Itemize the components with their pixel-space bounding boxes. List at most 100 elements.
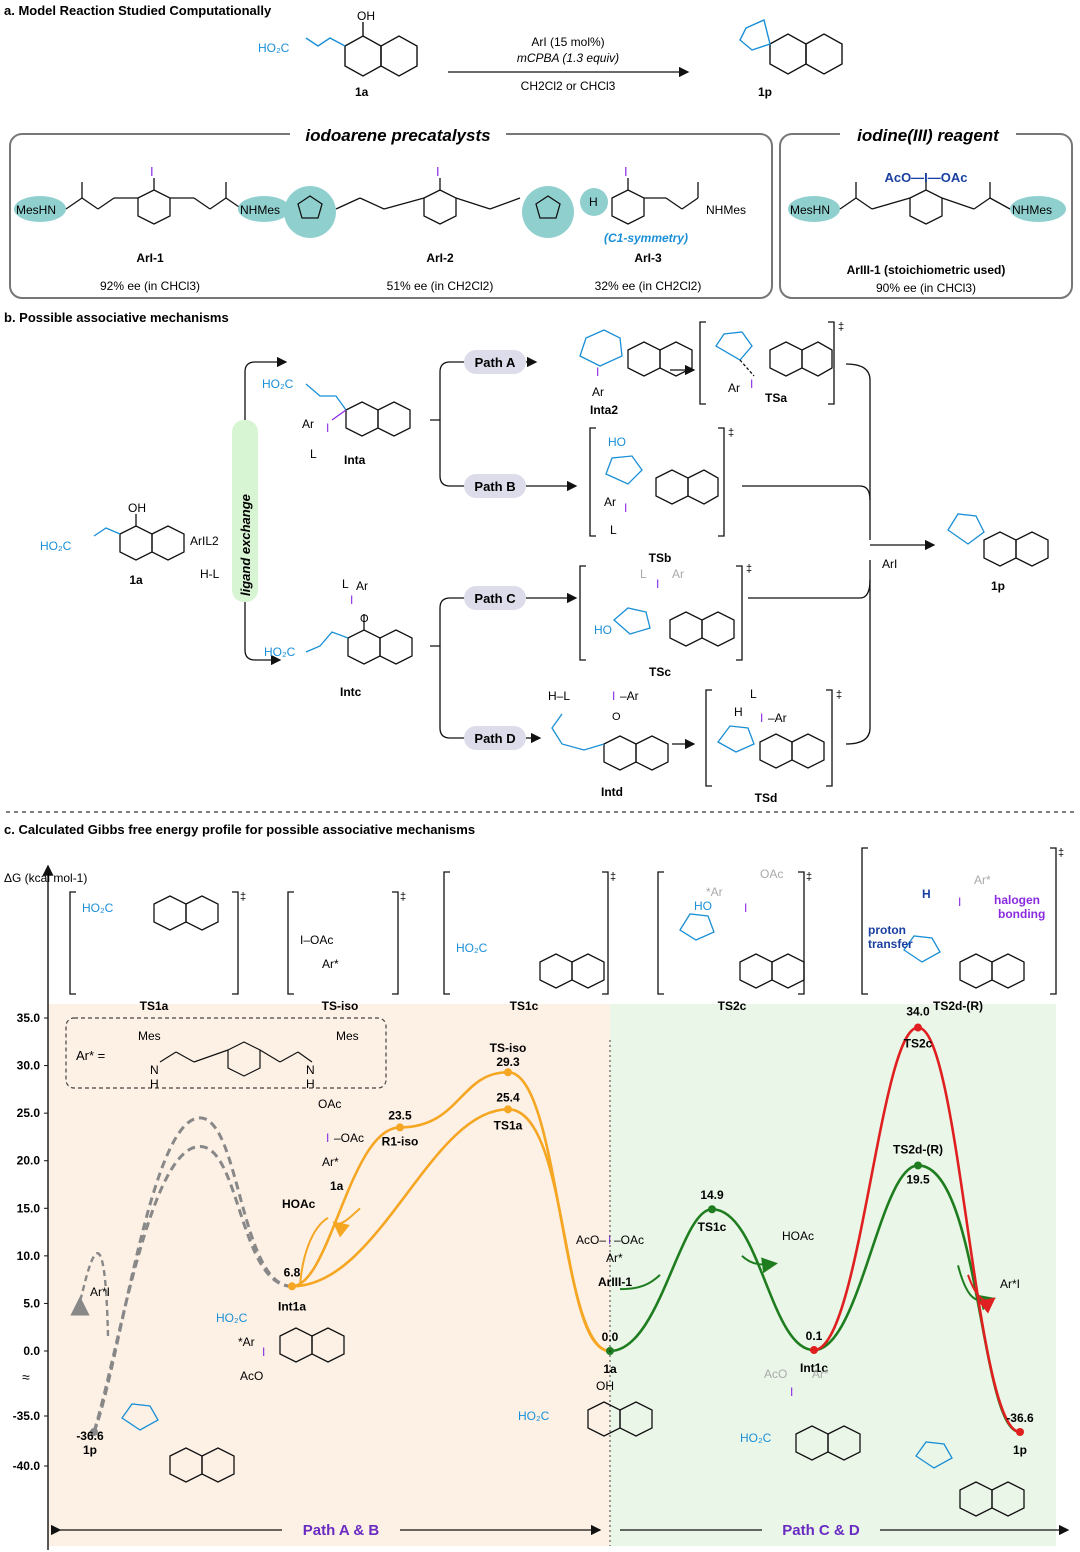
hoac-left: HOAc xyxy=(282,1197,316,1211)
dashed-curve-2 xyxy=(92,1144,293,1433)
svg-text:I: I xyxy=(624,501,627,515)
path-c-pill xyxy=(464,586,526,610)
y-tick-label: 20.0 xyxy=(17,1154,41,1168)
svg-text:HO: HO xyxy=(694,899,712,913)
condition-catalyst: ArI (15 mol%) xyxy=(531,35,604,49)
svg-text:transfer: transfer xyxy=(868,937,913,951)
substrate-1a-structure xyxy=(305,22,418,77)
ari-1-ee: 92% ee (in CHCl3) xyxy=(100,279,200,293)
svg-text:H: H xyxy=(306,1077,315,1091)
energy-point-value: 23.5 xyxy=(388,1108,412,1122)
path-a-pill xyxy=(464,350,526,374)
condition-solvent: CH2Cl2 or CHCl3 xyxy=(521,79,616,93)
ari-2-iodine: I xyxy=(436,164,440,179)
svg-text:I: I xyxy=(612,689,615,703)
svg-text:‡: ‡ xyxy=(1058,847,1064,859)
svg-text:Ar: Ar xyxy=(592,385,604,399)
inta-structure xyxy=(305,383,411,437)
svg-text:Ar: Ar xyxy=(672,567,684,581)
ts1a-label: TS1a xyxy=(140,999,169,1013)
svg-text:HO₂C: HO₂C xyxy=(262,377,294,391)
svg-text:bonding: bonding xyxy=(998,907,1045,921)
svg-text:HO₂C: HO₂C xyxy=(82,901,114,915)
section-a-title: a. Model Reaction Studied Computationall… xyxy=(4,3,272,18)
svg-text:‡: ‡ xyxy=(610,871,616,883)
y-tick-label: 15.0 xyxy=(17,1201,41,1215)
halogen-bonding-label: halogen xyxy=(994,893,1040,907)
region-right-label: Path C & D xyxy=(782,1522,860,1539)
svg-text:HO: HO xyxy=(594,623,612,637)
path-d-label: Path D xyxy=(474,731,515,746)
b-1a-structure xyxy=(93,514,185,561)
svg-text:H: H xyxy=(150,1077,159,1091)
oh-label: OH xyxy=(357,9,375,23)
svg-text:‡: ‡ xyxy=(728,427,734,439)
energy-point xyxy=(708,1205,716,1214)
tsc-label: TSc xyxy=(649,665,671,679)
svg-text:‡: ‡ xyxy=(400,891,406,903)
energy-point xyxy=(504,1068,512,1077)
svg-text:Ar*: Ar* xyxy=(606,1251,623,1265)
svg-text:Ar*: Ar* xyxy=(974,873,991,887)
ho2c-label: HO₂C xyxy=(258,41,290,55)
svg-text:AcO–: AcO– xyxy=(576,1233,606,1247)
y-tick-label: 5.0 xyxy=(23,1296,40,1310)
svg-text:Mes: Mes xyxy=(138,1029,161,1043)
svg-text:I: I xyxy=(958,895,961,909)
energy-point-label: R1-iso xyxy=(382,1134,419,1148)
svg-text:Ar: Ar xyxy=(604,495,616,509)
path-b-label: Path B xyxy=(474,479,515,494)
svg-text:I: I xyxy=(760,711,763,725)
svg-text:HO₂C: HO₂C xyxy=(740,1431,772,1445)
svg-text:OH: OH xyxy=(596,1379,614,1393)
ar-star-structure xyxy=(159,1041,313,1077)
svg-text:–Ar: –Ar xyxy=(768,711,787,725)
energy-point-value: 34.0 xyxy=(906,1005,930,1019)
ariii-1-structure xyxy=(788,180,1066,225)
ari-left: Ar*I xyxy=(90,1285,110,1299)
svg-text:I: I xyxy=(326,421,329,435)
svg-text:‡: ‡ xyxy=(806,871,812,883)
energy-point-label: TS2c xyxy=(904,1037,933,1051)
energy-point-value: 0.1 xyxy=(806,1329,823,1343)
svg-text:–OAc: –OAc xyxy=(614,1233,644,1247)
precatalyst-box xyxy=(9,133,773,299)
energy-point-label: Int1c xyxy=(800,1361,828,1375)
svg-text:O: O xyxy=(360,613,369,625)
y-tick-label: 35.0 xyxy=(17,1011,41,1025)
svg-text:HO: HO xyxy=(608,435,626,449)
ariii-branch xyxy=(619,1274,661,1291)
svg-text:I: I xyxy=(596,365,599,379)
svg-text:L: L xyxy=(310,447,317,461)
y-tick-label: 10.0 xyxy=(17,1249,41,1263)
proton-transfer-label: proton xyxy=(868,923,906,937)
hoac-arrow-right xyxy=(741,1255,778,1274)
svg-text:I: I xyxy=(750,377,753,391)
svg-text:Ar*: Ar* xyxy=(322,1155,339,1169)
ari-3-ee: 32% ee (in CH2Cl2) xyxy=(595,279,702,293)
svg-text:‡: ‡ xyxy=(836,689,842,701)
ari-arrow-red xyxy=(967,1274,996,1314)
ari-3-symmetry: (C1-symmetry) xyxy=(604,231,688,245)
ari-1-iodine: I xyxy=(150,164,154,179)
energy-point-value: 25.4 xyxy=(496,1090,520,1104)
svg-text:1a: 1a xyxy=(330,1179,344,1193)
svg-text:Ar*: Ar* xyxy=(812,1367,829,1381)
path-a-label: Path A xyxy=(475,355,516,370)
ligand-exchange-label: ligand exchange xyxy=(238,494,253,596)
y-tick-label: 30.0 xyxy=(17,1059,41,1073)
inta-label: Inta xyxy=(344,453,366,467)
energy-point xyxy=(914,1023,922,1032)
energy-point-label: 1p xyxy=(83,1443,97,1457)
b-1p-structure xyxy=(947,513,1049,567)
energy-point xyxy=(504,1105,512,1114)
energy-point xyxy=(1016,1428,1024,1436)
b-hl: H-L xyxy=(200,567,220,581)
energy-point-label: TS1a xyxy=(494,1118,523,1132)
ari-3-structure xyxy=(580,178,699,225)
ar-star-definition-box xyxy=(65,1017,387,1089)
svg-text:‡: ‡ xyxy=(240,891,246,903)
svg-text:H: H xyxy=(922,887,931,901)
svg-text:‡: ‡ xyxy=(746,563,752,575)
